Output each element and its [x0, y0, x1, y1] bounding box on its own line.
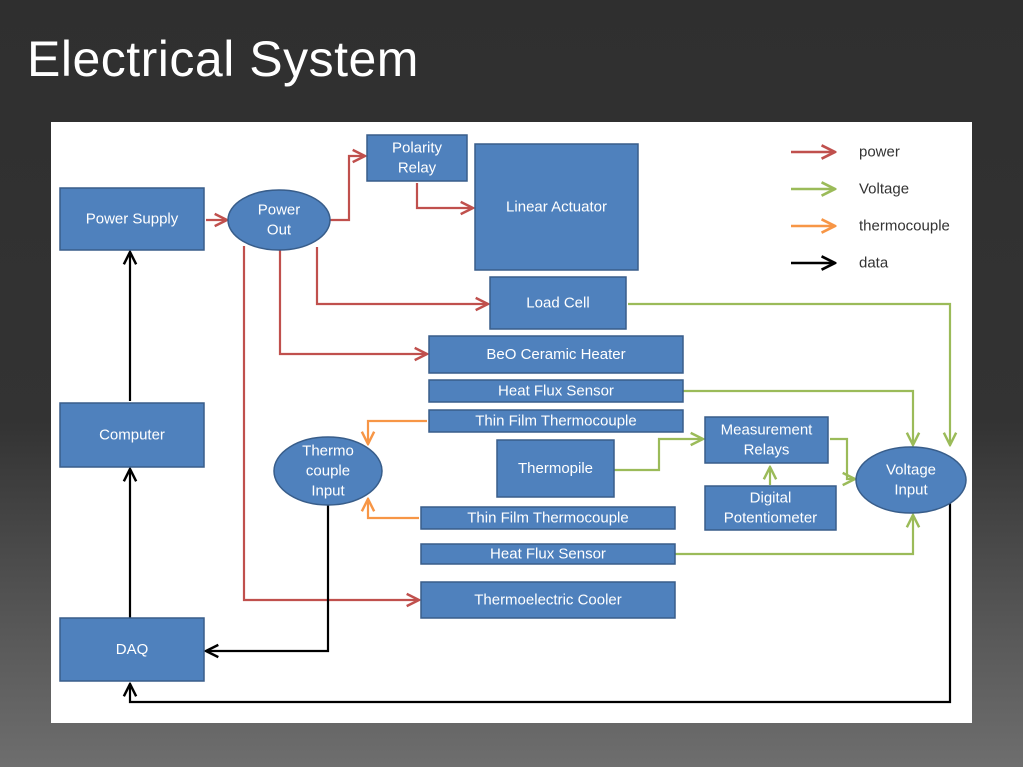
legend-label-power: power: [859, 144, 900, 161]
edge-voltage-heat-flux-sensor-1-to-voltage-input: [683, 389, 913, 445]
edge-data-voltage-input-to-daq: [130, 499, 952, 704]
node-thermopile: Thermopile: [496, 439, 615, 498]
node-shape-load-cell: [489, 276, 627, 330]
node-computer: Computer: [59, 402, 205, 468]
node-shape-digital-potentiometer: [704, 485, 837, 531]
node-label-heat-flux-sensor-2: Heat Flux Sensor: [490, 546, 606, 563]
node-shape-thermoelectric-cooler: [420, 581, 676, 619]
edge-voltage-measurement-relays-to-voltage-input: [830, 437, 855, 479]
edge-voltage-thermopile-to-measurement-relays: [614, 439, 703, 472]
node-shape-heat-flux-sensor-2: [420, 543, 676, 565]
edge-voltage-load-cell-to-voltage-input: [628, 302, 950, 445]
node-shape-measurement-relays: [704, 416, 829, 464]
node-label-power-out: Power: [258, 202, 301, 219]
edge-power-power-out-to-beo-ceramic-heater: [278, 250, 427, 354]
node-label-linear-actuator: Linear Actuator: [506, 199, 607, 216]
edge-data-thermocouple-input-to-daq: [206, 505, 330, 651]
node-shape-computer: [59, 402, 205, 468]
node-label-measurement-relays: Relays: [744, 442, 790, 459]
node-label-daq: DAQ: [116, 641, 149, 658]
node-label-heat-flux-sensor-1: Heat Flux Sensor: [498, 383, 614, 400]
legend-item-thermocouple: thermocouple: [791, 218, 950, 235]
node-label-computer: Computer: [99, 427, 165, 444]
legend-label-data: data: [859, 255, 889, 272]
node-beo-ceramic-heater: BeO Ceramic Heater: [428, 335, 684, 374]
node-daq: DAQ: [59, 617, 205, 682]
node-label-voltage-input: Input: [894, 482, 928, 499]
legend-item-power: power: [791, 144, 900, 161]
node-label-thin-film-thermocouple-2: Thin Film Thermocouple: [467, 510, 628, 527]
node-label-digital-potentiometer: Digital: [750, 490, 792, 507]
node-shape-daq: [59, 617, 205, 682]
node-shape-power-supply: [59, 187, 205, 251]
edge-power-power-out-to-load-cell: [315, 247, 488, 304]
node-label-thermopile: Thermopile: [518, 460, 593, 477]
node-label-voltage-input: Voltage: [886, 462, 936, 479]
node-thin-film-thermocouple-1: Thin Film Thermocouple: [428, 409, 684, 433]
node-shape-thin-film-thermocouple-1: [428, 409, 684, 433]
edge-thermocouple-thin-film-thermocouple-2-to-thermocouple-input: [368, 499, 419, 520]
edge-voltage-heat-flux-sensor-2-to-voltage-input: [675, 515, 913, 556]
node-power-supply: Power Supply: [59, 187, 205, 251]
slide-title: Electrical System: [27, 31, 419, 87]
edge-power-power-out-to-thermoelectric-cooler: [242, 246, 419, 600]
edge-power-polarity-relay-to-linear-actuator: [415, 183, 473, 208]
node-label-beo-ceramic-heater: BeO Ceramic Heater: [486, 346, 625, 363]
node-label-polarity-relay: Polarity: [392, 140, 443, 157]
node-label-power-supply: Power Supply: [86, 211, 179, 228]
node-thin-film-thermocouple-2: Thin Film Thermocouple: [420, 506, 676, 530]
node-linear-actuator: Linear Actuator: [474, 143, 639, 271]
node-shape-heat-flux-sensor-1: [428, 379, 684, 403]
node-label-thin-film-thermocouple-1: Thin Film Thermocouple: [475, 413, 636, 430]
node-label-load-cell: Load Cell: [526, 295, 589, 312]
node-heat-flux-sensor-1: Heat Flux Sensor: [428, 379, 684, 403]
node-shape-power-out: [227, 189, 331, 251]
node-label-digital-potentiometer: Potentiometer: [724, 510, 817, 527]
node-load-cell: Load Cell: [489, 276, 627, 330]
node-shape-beo-ceramic-heater: [428, 335, 684, 374]
node-shape-thin-film-thermocouple-2: [420, 506, 676, 530]
node-shape-linear-actuator: [474, 143, 639, 271]
node-shape-thermocouple-input: [273, 436, 383, 506]
node-label-thermocouple-input: couple: [306, 463, 350, 480]
node-thermoelectric-cooler: Thermoelectric Cooler: [420, 581, 676, 619]
legend-label-voltage: Voltage: [859, 181, 909, 198]
node-label-measurement-relays: Measurement: [721, 422, 814, 439]
legend-item-voltage: Voltage: [791, 181, 909, 198]
edges-layer: [130, 156, 952, 704]
node-heat-flux-sensor-2: Heat Flux Sensor: [420, 543, 676, 565]
edge-power-power-out-to-polarity-relay: [330, 156, 365, 222]
node-label-thermocouple-input: Thermo: [302, 443, 354, 460]
node-shape-thermopile: [496, 439, 615, 498]
node-shape-voltage-input: [855, 446, 967, 514]
node-label-polarity-relay: Relay: [398, 160, 437, 177]
node-label-thermoelectric-cooler: Thermoelectric Cooler: [474, 592, 622, 609]
node-label-thermocouple-input: Input: [311, 483, 345, 500]
edge-thermocouple-thin-film-thermocouple-1-to-thermocouple-input: [368, 419, 427, 444]
legend-label-thermocouple: thermocouple: [859, 218, 950, 235]
legend-item-data: data: [791, 255, 889, 272]
node-shape-polarity-relay: [366, 134, 468, 182]
node-label-power-out: Out: [267, 222, 292, 239]
